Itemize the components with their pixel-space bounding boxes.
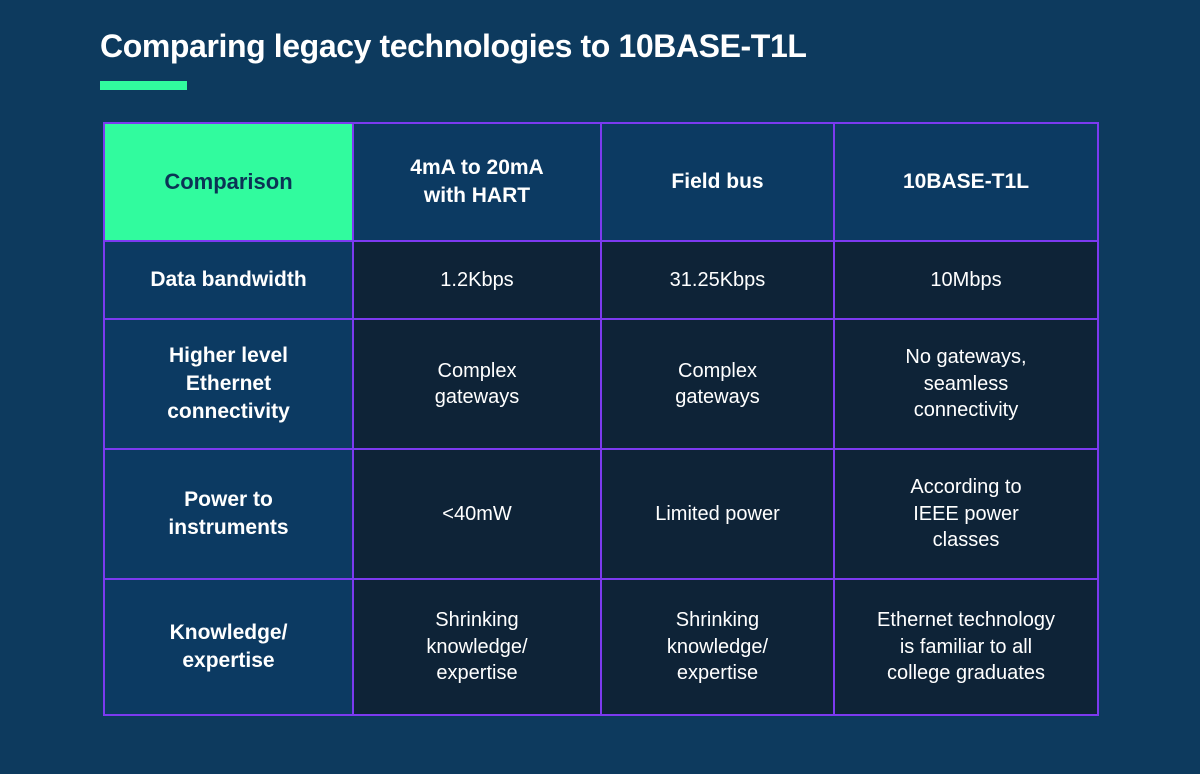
cell-connectivity-10base-t1l: No gateways, seamless connectivity bbox=[833, 318, 1099, 450]
table-row-power-to-instruments: Power to instruments <40mW Limited power… bbox=[103, 448, 1099, 580]
header-cell-comparison: Comparison bbox=[103, 122, 354, 242]
comparison-table: Comparison 4mA to 20mA with HART Field b… bbox=[103, 122, 1099, 716]
cell-power-hart: <40mW bbox=[352, 448, 602, 580]
cell-bandwidth-hart: 1.2Kbps bbox=[352, 240, 602, 320]
cell-knowledge-10base-t1l: Ethernet technology is familiar to all c… bbox=[833, 578, 1099, 716]
row-label-data-bandwidth: Data bandwidth bbox=[103, 240, 354, 320]
header-cell-10base-t1l: 10BASE-T1L bbox=[833, 122, 1099, 242]
cell-connectivity-hart: Complex gateways bbox=[352, 318, 602, 450]
cell-power-10base-t1l: According to IEEE power classes bbox=[833, 448, 1099, 580]
table-row-ethernet-connectivity: Higher level Ethernet connectivity Compl… bbox=[103, 318, 1099, 450]
title-accent-bar bbox=[100, 81, 187, 90]
cell-connectivity-field-bus: Complex gateways bbox=[600, 318, 835, 450]
table-header-row: Comparison 4mA to 20mA with HART Field b… bbox=[103, 122, 1099, 242]
header-cell-4ma-20ma-hart: 4mA to 20mA with HART bbox=[352, 122, 602, 242]
cell-knowledge-hart: Shrinking knowledge/ expertise bbox=[352, 578, 602, 716]
cell-knowledge-field-bus: Shrinking knowledge/ expertise bbox=[600, 578, 835, 716]
row-label-knowledge-expertise: Knowledge/ expertise bbox=[103, 578, 354, 716]
cell-power-field-bus: Limited power bbox=[600, 448, 835, 580]
row-label-ethernet-connectivity: Higher level Ethernet connectivity bbox=[103, 318, 354, 450]
page-title: Comparing legacy technologies to 10BASE-… bbox=[100, 28, 807, 64]
cell-bandwidth-field-bus: 31.25Kbps bbox=[600, 240, 835, 320]
row-label-power-to-instruments: Power to instruments bbox=[103, 448, 354, 580]
table-row-data-bandwidth: Data bandwidth 1.2Kbps 31.25Kbps 10Mbps bbox=[103, 240, 1099, 320]
header-cell-field-bus: Field bus bbox=[600, 122, 835, 242]
table-row-knowledge-expertise: Knowledge/ expertise Shrinking knowledge… bbox=[103, 578, 1099, 716]
cell-bandwidth-10base-t1l: 10Mbps bbox=[833, 240, 1099, 320]
